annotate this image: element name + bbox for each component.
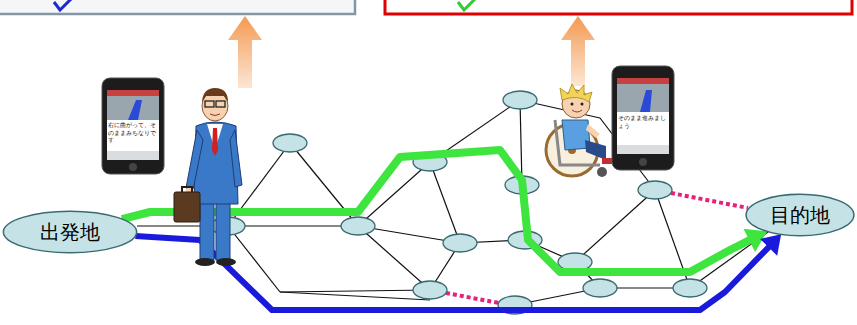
node-label: 目的地 bbox=[770, 204, 830, 226]
goal-node: 目的地 bbox=[745, 193, 855, 237]
phone-instruction: 右に曲がって、そのままみちなりです bbox=[108, 121, 158, 144]
node-label: 出発地 bbox=[40, 221, 100, 243]
phone-instruction: そのまま進みましょう bbox=[618, 114, 668, 129]
start-node: 出発地 bbox=[2, 210, 138, 254]
arrowhead-to bbox=[760, 234, 781, 255]
